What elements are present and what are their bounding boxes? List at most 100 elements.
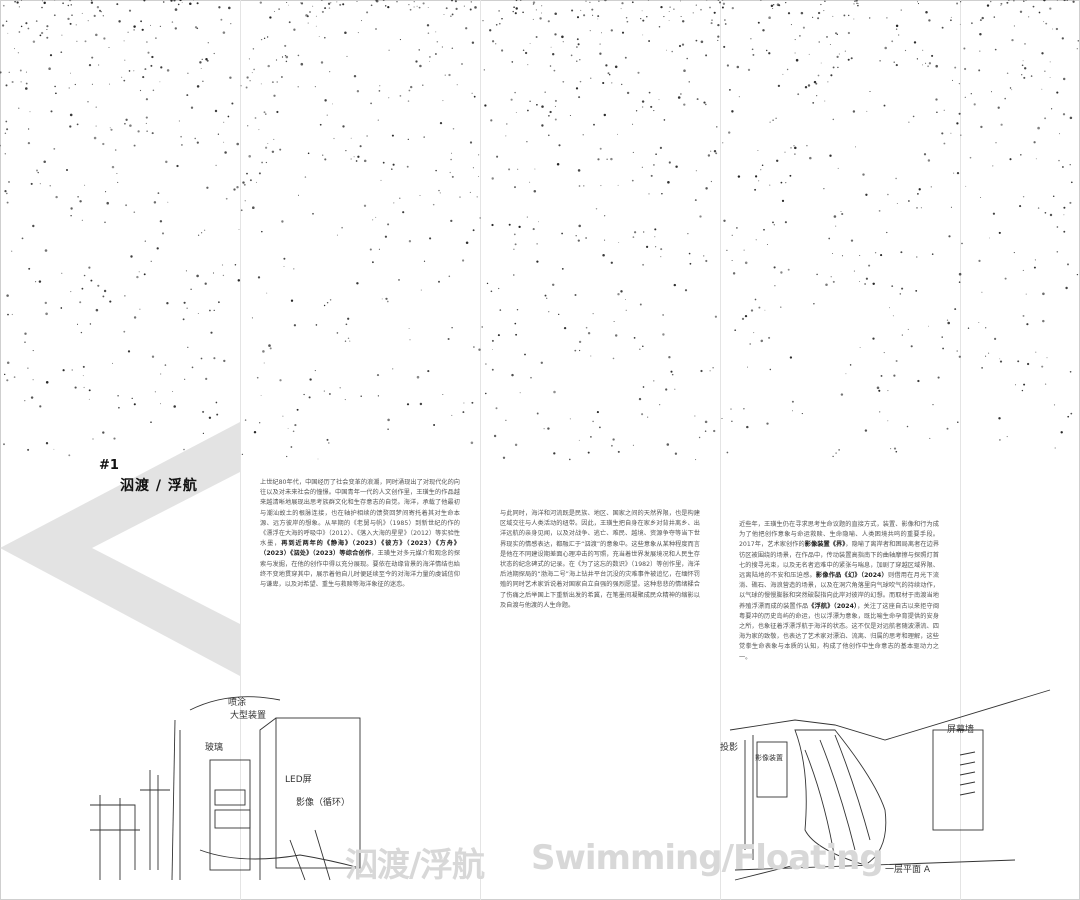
speckle-dot — [249, 80, 251, 82]
speckle-dot — [1049, 7, 1052, 10]
speckle-dot — [18, 31, 21, 33]
speckle-dot — [406, 403, 410, 406]
speckle-dot — [1041, 88, 1043, 90]
speckle-dot — [470, 441, 474, 445]
sketch-panel — [756, 741, 788, 798]
speckle-dot — [823, 188, 825, 190]
speckle-dot — [317, 458, 319, 460]
speckle-dot — [279, 379, 282, 382]
speckle-dot — [653, 380, 655, 382]
speckle-dot — [387, 428, 389, 430]
speckle-dot — [111, 165, 115, 169]
speckle-dot — [562, 41, 564, 43]
speckle-dot — [998, 417, 1001, 420]
speckle-dot — [1000, 2, 1003, 5]
speckle-dot — [893, 61, 895, 63]
speckle-dot — [1077, 40, 1080, 42]
speckle-dot — [273, 94, 276, 97]
speckle-dot — [418, 49, 420, 51]
speckle-dot — [536, 412, 539, 415]
speckle-dot — [387, 6, 390, 9]
speckle-dot — [575, 234, 577, 237]
speckle-dot — [994, 48, 997, 51]
speckle-dot — [646, 16, 648, 18]
speckle-dot — [633, 231, 637, 234]
speckle-dot — [830, 276, 832, 278]
speckle-dot — [1013, 25, 1015, 27]
speckle-dot — [450, 158, 452, 161]
speckle-dot — [757, 21, 760, 24]
speckle-dot — [1051, 108, 1053, 110]
speckle-dot — [285, 60, 288, 63]
speckle-dot — [435, 31, 437, 33]
sketch-installation-right: 投影 影像装置 屏幕墙 一层平面 A — [720, 689, 1051, 881]
speckle-dot — [341, 226, 343, 229]
speckle-dot — [1, 24, 5, 27]
speckle-dot — [1035, 351, 1037, 353]
speckle-dot — [5, 84, 8, 87]
speckle-dot — [323, 390, 325, 392]
speckle-dot — [443, 13, 445, 16]
speckle-dot — [393, 202, 395, 204]
speckle-dot — [151, 55, 154, 59]
speckle-dot — [731, 6, 734, 10]
speckle-dot — [1066, 263, 1070, 266]
speckle-dot — [576, 60, 578, 62]
speckle-dot — [695, 39, 698, 42]
speckle-dot — [754, 175, 758, 178]
speckle-dot — [259, 1, 262, 4]
speckle-dot — [893, 374, 896, 377]
speckle-dot — [0, 144, 1, 147]
speckle-dot — [633, 337, 636, 339]
speckle-dot — [50, 110, 53, 113]
speckle-dot — [577, 239, 580, 242]
speckle-dot — [160, 66, 163, 69]
speckle-dot — [1026, 362, 1030, 366]
speckle-dot — [202, 432, 205, 435]
speckle-dot — [978, 69, 981, 72]
speckle-dot — [844, 50, 846, 52]
speckle-dot — [890, 448, 892, 450]
speckle-dot — [654, 246, 657, 248]
speckle-dot — [632, 123, 634, 125]
speckle-dot — [999, 439, 1001, 441]
speckle-dot — [408, 3, 410, 6]
speckle-dot — [1056, 251, 1059, 253]
speckle-dot — [553, 452, 556, 455]
speckle-dot — [950, 132, 952, 134]
speckle-dot — [510, 98, 513, 101]
speckle-dot — [548, 134, 550, 137]
speckle-dot — [1043, 21, 1045, 23]
speckle-dot — [1011, 89, 1013, 91]
speckle-dot — [836, 55, 839, 59]
speckle-dot — [910, 345, 913, 348]
speckle-dot — [1006, 72, 1009, 74]
speckle-dot — [515, 333, 518, 336]
speckle-dot — [554, 99, 557, 102]
speckle-dot — [878, 210, 881, 212]
speckle-dot — [806, 144, 808, 147]
speckle-dot — [112, 362, 114, 364]
speckle-dot — [167, 201, 169, 203]
speckle-dot — [247, 125, 249, 127]
speckle-dot — [813, 303, 815, 305]
speckle-dot — [236, 186, 239, 189]
speckle-dot — [32, 40, 36, 43]
speckle-dot — [887, 390, 889, 392]
speckle-dot — [486, 282, 489, 285]
speckle-dot — [874, 252, 877, 254]
speckle-dot — [941, 336, 943, 338]
speckle-dot — [852, 110, 856, 113]
speckle-dot — [1022, 60, 1024, 62]
speckle-dot — [315, 324, 318, 326]
speckle-dot — [3, 443, 5, 446]
speckle-dot — [218, 301, 220, 304]
speckle-dot — [300, 2, 302, 4]
speckle-dot — [312, 5, 314, 7]
speckle-dot — [209, 309, 211, 312]
speckle-dot — [357, 155, 360, 158]
speckle-dot — [35, 281, 37, 283]
speckle-dot — [1044, 211, 1047, 214]
speckle-dot — [37, 171, 39, 174]
speckle-dot — [200, 357, 203, 360]
